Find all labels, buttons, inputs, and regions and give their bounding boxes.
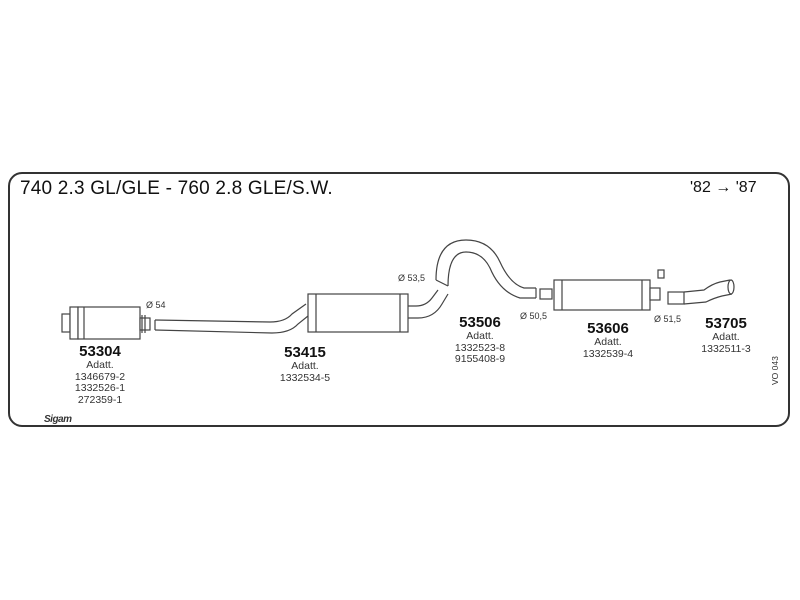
diameter-label: Ø 50,5: [520, 311, 548, 321]
rear-silencer-shape: [539, 269, 665, 311]
part-oem-number: 1332526-1: [74, 382, 126, 394]
part-53415: 53415 Adatt. 1332534-5: [265, 344, 345, 384]
part-oem-number: 1332511-3: [701, 342, 751, 355]
part-oem-number: 1346679-2: [74, 370, 126, 383]
part-note: Adatt.: [712, 331, 740, 343]
brand-logo: Sigam: [44, 414, 72, 425]
part-code: 53304: [79, 343, 121, 360]
part-oem-number: 1332523-8: [454, 341, 506, 354]
part-53705: 53705 Adatt. 1332511-3: [686, 315, 766, 355]
intermediate-pipe-shape: [154, 289, 449, 334]
tail-pipe-shape: [667, 279, 735, 305]
part-oem-number: 9155408-9: [454, 353, 506, 365]
part-oem-number: 1332534-5: [279, 371, 331, 384]
part-code: 53506: [459, 314, 501, 331]
drawing-reference: VO 043: [770, 356, 780, 385]
over-axle-pipe-shape: [435, 239, 537, 299]
diameter-label: Ø 53,5: [398, 273, 426, 283]
part-note: Adatt.: [86, 359, 114, 371]
part-oem-number: 1332539-4: [582, 347, 634, 360]
vehicle-title: 740 2.3 GL/GLE - 760 2.8 GLE/S.W.: [20, 178, 333, 199]
part-code: 53606: [587, 320, 629, 337]
diameter-label: Ø 54: [146, 300, 166, 310]
part-53606: 53606 Adatt. 1332539-4: [568, 320, 648, 360]
part-code: 53705: [705, 315, 747, 332]
front-muffler-shape: [61, 306, 151, 340]
diameter-label: Ø 51,5: [654, 314, 682, 324]
part-oem-number: 272359-1: [77, 393, 123, 406]
part-53304: 53304 Adatt. 1346679-2 1332526-1 272359-…: [60, 343, 140, 406]
part-code: 53415: [284, 344, 326, 361]
year-range: '82 → '87: [690, 179, 757, 196]
part-note: Adatt.: [466, 330, 494, 342]
part-note: Adatt.: [594, 336, 622, 348]
part-note: Adatt.: [291, 360, 319, 372]
part-53506: 53506 Adatt. 1332523-8 9155408-9: [440, 314, 520, 366]
